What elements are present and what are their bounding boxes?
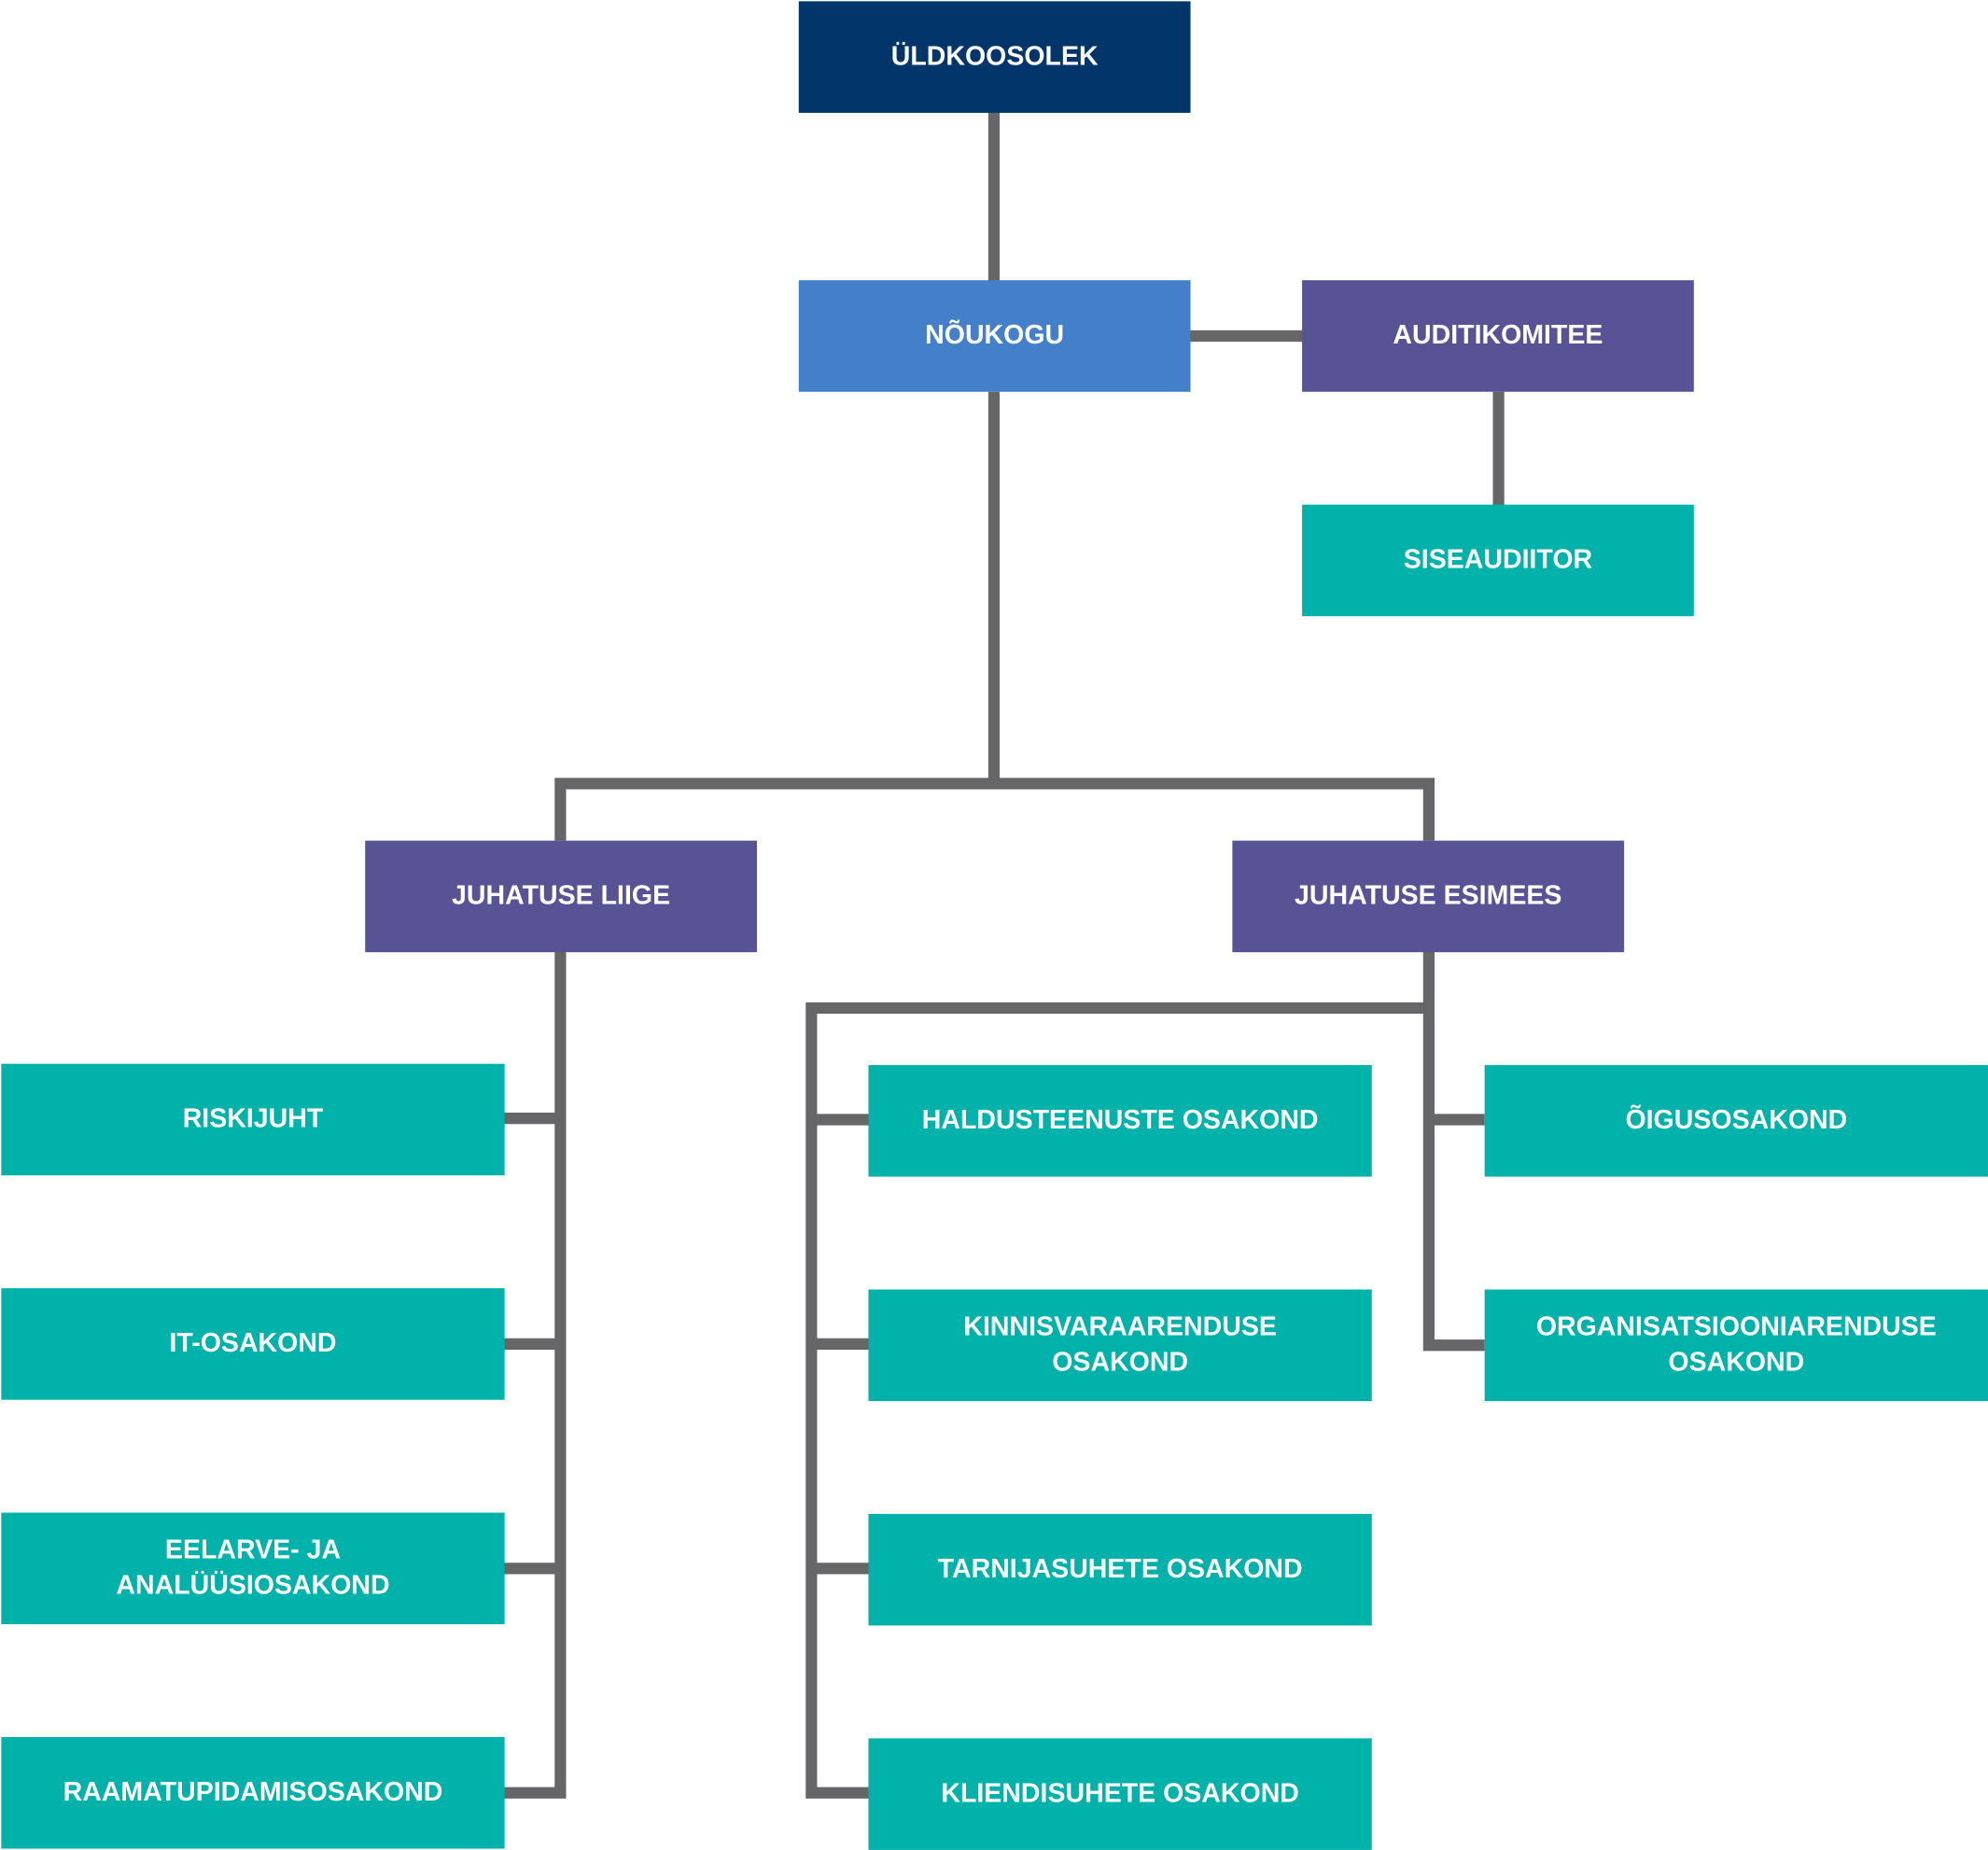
- node-label-line1: KINNISVARAARENDUSE: [963, 1311, 1277, 1342]
- node-organisatsiooniarenduse-osakond: ORGANISATSIOONIARENDUSE OSAKOND: [1484, 1289, 1988, 1402]
- node-noukogu: NÕUKOGU: [798, 280, 1191, 392]
- node-it-osakond: IT-OSAKOND: [1, 1288, 505, 1400]
- node-label: TARNIJASUHETE OSAKOND: [937, 1554, 1303, 1584]
- node-label: NÕUKOGU: [925, 320, 1065, 350]
- node-label: JUHATUSE LIIGE: [452, 881, 671, 911]
- node-kinnisvaraarenduse-osakond: KINNISVARAARENDUSE OSAKOND: [868, 1289, 1372, 1402]
- node-label: RISKIJUHT: [182, 1104, 324, 1134]
- node-label: IT-OSAKOND: [169, 1328, 337, 1358]
- node-uldkoosolek: ÜLDKOOSOLEK: [798, 1, 1191, 113]
- node-label-line1: ORGANISATSIOONIARENDUSE: [1535, 1311, 1937, 1342]
- connector-esimees-right-trunk: [1422, 1007, 1485, 1352]
- node-label: HALDUSTEENUSTE OSAKOND: [921, 1105, 1319, 1135]
- node-juhatuse-liige: JUHATUSE LIIGE: [365, 840, 757, 953]
- connector-liige-trunk: [503, 950, 567, 1799]
- node-auditikomitee: AUDITIKOMITEE: [1302, 280, 1694, 392]
- node-label-line2: OSAKOND: [1052, 1347, 1189, 1378]
- connector-esimees-left-trunk: [805, 1002, 1429, 1799]
- node-label: KLIENDISUHETE OSAKOND: [941, 1778, 1299, 1809]
- node-label-line1: EELARVE- JA: [164, 1535, 342, 1565]
- node-label: ÜLDKOOSOLEK: [890, 41, 1099, 72]
- node-label-line2: OSAKOND: [1668, 1347, 1805, 1378]
- node-haldusteenuste-osakond: HALDUSTEENUSTE OSAKOND: [868, 1065, 1372, 1177]
- node-riskijuht: RISKIJUHT: [1, 1063, 505, 1176]
- node-label: SISEAUDIITOR: [1403, 545, 1593, 575]
- node-label: RAAMATUPIDAMISOSAKOND: [63, 1777, 443, 1807]
- node-eelarve-analuusiosakond: EELARVE- JA ANALÜÜSIOSAKOND: [1, 1512, 505, 1625]
- node-juhatuse-esimees: JUHATUSE ESIMEES: [1232, 840, 1625, 953]
- node-oigusosakond: ÕIGUSOSAKOND: [1484, 1065, 1988, 1177]
- node-kliendisuhete-osakond: KLIENDISUHETE OSAKOND: [868, 1738, 1372, 1850]
- node-label-line2: ANALÜÜSIOSAKOND: [116, 1571, 390, 1601]
- node-label: AUDITIKOMITEE: [1393, 320, 1603, 350]
- node-tarnijasuhete-osakond: TARNIJASUHETE OSAKOND: [868, 1513, 1372, 1626]
- connector-board-split: [554, 778, 1435, 841]
- node-siseauditor: SISEAUDIITOR: [1302, 504, 1694, 617]
- node-label: ÕIGUSOSAKOND: [1625, 1105, 1848, 1135]
- node-label: JUHATUSE ESIMEES: [1295, 881, 1562, 911]
- node-raamatupidamisosakond: RAAMATUPIDAMISOSAKOND: [1, 1737, 505, 1849]
